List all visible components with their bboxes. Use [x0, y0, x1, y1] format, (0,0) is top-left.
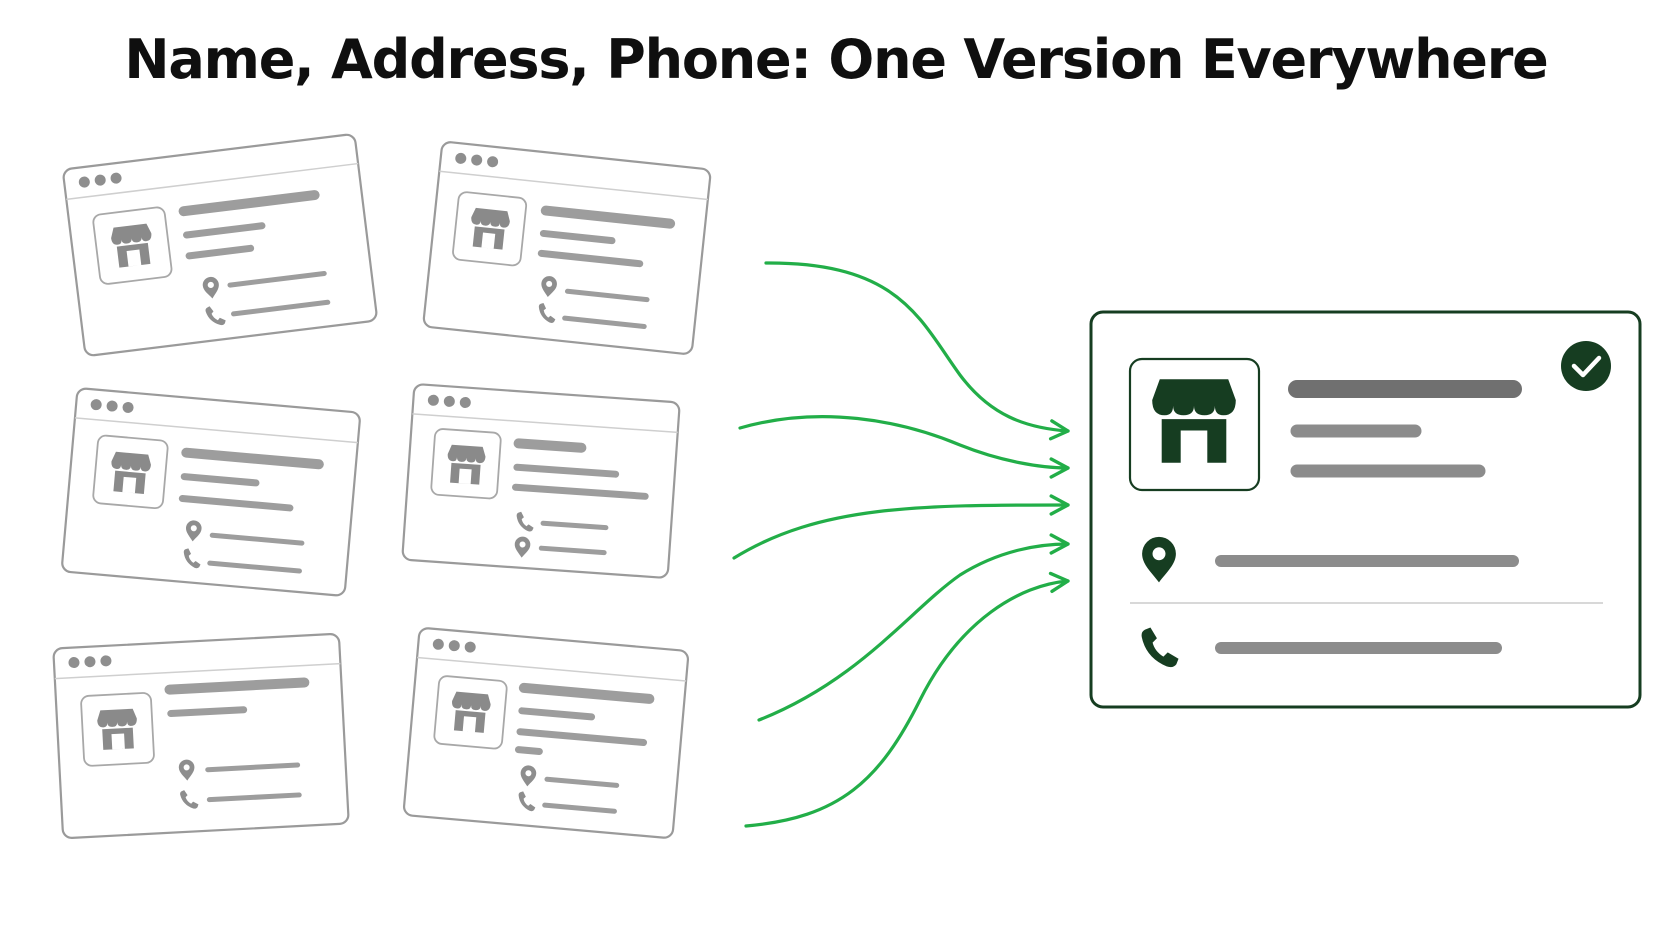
- check-circle-icon: [1561, 341, 1611, 391]
- arrow-1: [764, 261, 1070, 441]
- listing-card: [52, 633, 350, 839]
- page-title: Name, Address, Phone: One Version Everyw…: [124, 28, 1548, 91]
- listing-card: [62, 133, 378, 357]
- arrow-2: [738, 415, 1070, 479]
- window-dots: [432, 638, 476, 653]
- arrow-3: [732, 494, 1070, 560]
- listing-card: [422, 141, 712, 355]
- window-dots: [78, 172, 122, 188]
- master-listing-card: [1089, 310, 1642, 709]
- listing-card: [402, 627, 690, 839]
- listing-card: [61, 387, 361, 597]
- arrow-5: [744, 571, 1070, 828]
- window-dots: [90, 399, 134, 413]
- arrow-4: [757, 533, 1070, 722]
- window-dots: [427, 394, 471, 409]
- listing-card: [401, 383, 681, 579]
- window-dots: [455, 152, 499, 168]
- connector-arrows: [732, 261, 1070, 828]
- window-dots: [68, 655, 112, 669]
